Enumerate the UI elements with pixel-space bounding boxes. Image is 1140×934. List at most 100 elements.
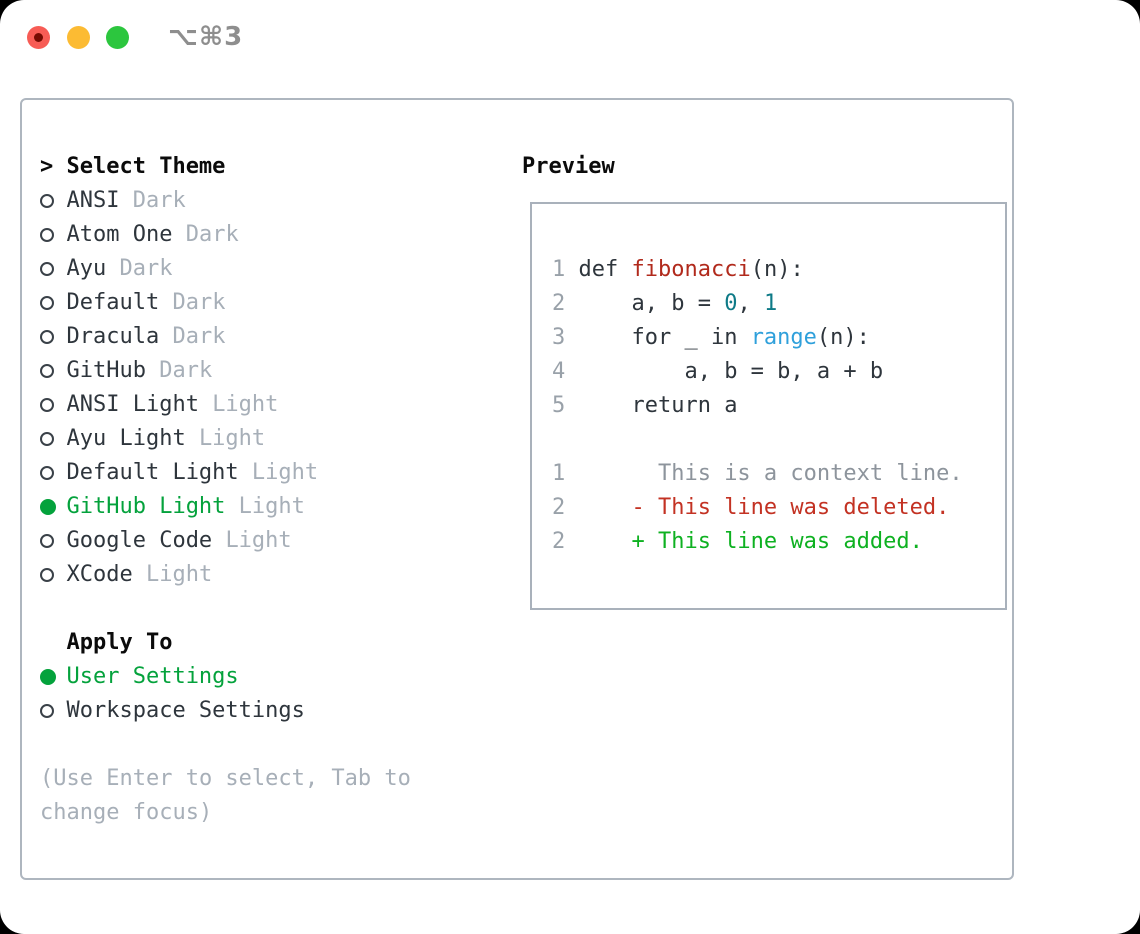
radio-icon bbox=[40, 228, 54, 242]
preview-code-line: 1 This is a context line. bbox=[552, 457, 985, 491]
theme-variant-badge: Light bbox=[145, 562, 213, 587]
theme-name: Atom One bbox=[66, 222, 186, 247]
radio-icon bbox=[40, 194, 54, 208]
title-bar: ⌥⌘3 bbox=[0, 0, 1140, 75]
theme-item-xcode[interactable]: XCode Light bbox=[40, 558, 411, 592]
token-code: for _ in bbox=[565, 325, 751, 350]
theme-item-default-light[interactable]: Default Light Light bbox=[40, 456, 411, 490]
radio-icon bbox=[40, 704, 54, 718]
theme-name: GitHub Light bbox=[66, 494, 239, 519]
theme-item-atom-one[interactable]: Atom One Dark bbox=[40, 218, 411, 252]
theme-variant-badge: Dark bbox=[185, 222, 239, 247]
theme-variant-badge: Dark bbox=[172, 290, 226, 315]
apply-to-header-row: Apply To bbox=[40, 626, 411, 660]
radio-icon bbox=[40, 364, 54, 378]
theme-name: Default bbox=[66, 290, 173, 315]
theme-name: Ayu bbox=[66, 256, 120, 281]
token-code: a, b = bbox=[565, 291, 725, 316]
theme-item-ayu[interactable]: Ayu Dark bbox=[40, 252, 411, 286]
theme-name: Default Light bbox=[66, 460, 252, 485]
token-code: , bbox=[737, 291, 764, 316]
preview-code-line: 5 return a bbox=[552, 389, 985, 423]
spacer bbox=[40, 592, 411, 626]
radio-icon bbox=[40, 534, 54, 548]
theme-item-github-light[interactable]: GitHub Light Light bbox=[40, 490, 411, 524]
close-dot-icon bbox=[34, 33, 43, 42]
close-button[interactable] bbox=[27, 26, 50, 49]
hint-line-2: change focus) bbox=[40, 800, 213, 825]
radio-icon bbox=[40, 296, 54, 310]
radio-icon bbox=[40, 398, 54, 412]
select-theme-header-row: > Select Theme bbox=[40, 150, 411, 184]
radio-icon bbox=[40, 568, 54, 582]
hint-line-1: (Use Enter to select, Tab to bbox=[40, 766, 411, 791]
preview-code-line: 2 + This line was added. bbox=[552, 525, 985, 559]
cursor-arrow-icon: > bbox=[40, 154, 54, 179]
theme-variant-badge: Light bbox=[198, 426, 266, 451]
theme-item-ayu-light[interactable]: Ayu Light Light bbox=[40, 422, 411, 456]
token-code: a, b = b, a + b bbox=[565, 359, 884, 384]
preview-column: Preview 1 def fibonacci(n):2 a, b = 0, 1… bbox=[502, 150, 1007, 610]
line-number: 5 bbox=[552, 393, 566, 418]
preview-code-line: 2 - This line was deleted. bbox=[552, 491, 985, 525]
token-code: (n): bbox=[816, 325, 870, 350]
preview-code-line: 1 def fibonacci(n): bbox=[552, 253, 985, 287]
line-number: 1 bbox=[552, 461, 566, 486]
token-context: This is a context line. bbox=[565, 461, 963, 486]
radio-icon bbox=[40, 262, 54, 276]
apply-option-user-settings[interactable]: User Settings bbox=[40, 660, 411, 694]
radio-icon bbox=[40, 432, 54, 446]
radio-selected-icon bbox=[40, 669, 56, 685]
theme-variant-badge: Dark bbox=[119, 256, 173, 281]
line-number: 3 bbox=[552, 325, 566, 350]
token-func: fibonacci bbox=[631, 257, 751, 282]
token-code: (n): bbox=[750, 257, 804, 282]
token-del: - This line was deleted. bbox=[565, 495, 950, 520]
theme-item-default[interactable]: Default Dark bbox=[40, 286, 411, 320]
theme-name: Dracula bbox=[66, 324, 173, 349]
radio-icon bbox=[40, 466, 54, 480]
theme-name: ANSI Light bbox=[66, 392, 213, 417]
theme-variant-badge: Dark bbox=[159, 358, 213, 383]
token-num: 1 bbox=[763, 291, 778, 316]
theme-name: Ayu Light bbox=[66, 426, 199, 451]
theme-name: GitHub bbox=[66, 358, 160, 383]
token-add: + This line was added. bbox=[565, 529, 923, 554]
apply-option-workspace-settings[interactable]: Workspace Settings bbox=[40, 694, 411, 728]
token-builtin: range bbox=[750, 325, 817, 350]
theme-variant-badge: Light bbox=[238, 494, 305, 519]
select-theme-header: Select Theme bbox=[66, 154, 226, 179]
theme-variant-badge: Light bbox=[225, 528, 292, 553]
apply-option-label: User Settings bbox=[66, 664, 239, 689]
preview-blank-line bbox=[552, 423, 985, 457]
apply-to-header: Apply To bbox=[66, 630, 173, 655]
theme-item-dracula[interactable]: Dracula Dark bbox=[40, 320, 411, 354]
theme-item-google-code[interactable]: Google Code Light bbox=[40, 524, 411, 558]
preview-code-line: 2 a, b = 0, 1 bbox=[552, 287, 985, 321]
preview-code-line: 4 a, b = b, a + b bbox=[552, 355, 985, 389]
apply-option-label: Workspace Settings bbox=[66, 698, 305, 723]
theme-item-ansi-light[interactable]: ANSI Light Light bbox=[40, 388, 411, 422]
theme-variant-badge: Light bbox=[251, 460, 319, 485]
line-number: 1 bbox=[552, 257, 566, 282]
theme-item-ansi[interactable]: ANSI Dark bbox=[40, 184, 411, 218]
theme-item-github[interactable]: GitHub Dark bbox=[40, 354, 411, 388]
token-code: return a bbox=[565, 393, 738, 418]
theme-name: Google Code bbox=[66, 528, 226, 553]
theme-name: ANSI bbox=[66, 188, 133, 213]
line-number: 2 bbox=[552, 495, 566, 520]
preview-code-line: 3 for _ in range(n): bbox=[552, 321, 985, 355]
line-number: 4 bbox=[552, 359, 566, 384]
window-title: ⌥⌘3 bbox=[168, 22, 244, 52]
line-number: 2 bbox=[552, 291, 566, 316]
minimize-button[interactable] bbox=[67, 26, 90, 49]
preview-header: Preview bbox=[522, 154, 615, 179]
token-code: def bbox=[565, 257, 632, 282]
token-num: 0 bbox=[724, 291, 738, 316]
radio-selected-icon bbox=[40, 499, 56, 515]
maximize-button[interactable] bbox=[106, 26, 129, 49]
